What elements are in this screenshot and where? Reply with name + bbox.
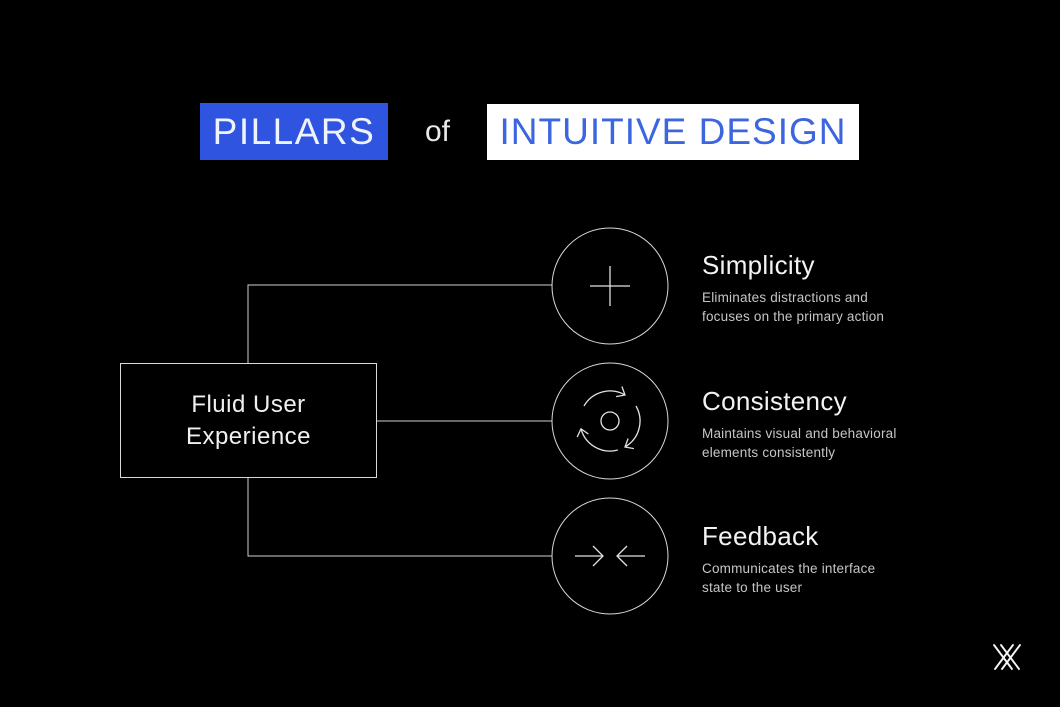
pillar-consistency: Consistency Maintains visual and behavio… — [702, 386, 942, 462]
title-pillars-label: PILLARS — [212, 110, 376, 152]
pillar-simplicity: Simplicity Eliminates distractions and f… — [702, 250, 942, 326]
connector-to-feedback — [247, 478, 552, 557]
pillar-consistency-desc-line1: Maintains visual and behavioral — [702, 426, 897, 441]
plus-icon — [590, 266, 630, 306]
converging-arrows-icon — [575, 545, 645, 567]
pillar-simplicity-desc-line2: focuses on the primary action — [702, 309, 885, 324]
connector-to-simplicity — [247, 284, 552, 363]
pillar-consistency-desc-line2: elements consistently — [702, 445, 836, 460]
pillar-consistency-title: Consistency — [702, 386, 847, 416]
source-box-line1: Fluid User — [191, 390, 306, 418]
title-of-label: of — [424, 114, 451, 148]
pillar-feedback-desc-line2: state to the user — [702, 580, 803, 595]
fluid-user-experience-box: Fluid User Experience — [120, 363, 377, 478]
pillar-feedback-desc-line1: Communicates the interface — [702, 561, 876, 576]
double-x-logo-icon — [993, 644, 1021, 670]
feedback-node-circle — [551, 497, 669, 615]
title-pillars-box: PILLARS — [200, 103, 388, 160]
cycle-arrows-icon — [576, 386, 641, 452]
title-intuitive-design-box: INTUITIVE DESIGN — [487, 104, 859, 160]
consistency-node-circle — [551, 362, 669, 480]
pillar-feedback: Feedback Communicates the interface stat… — [702, 521, 942, 597]
source-box-line2: Experience — [185, 422, 312, 450]
pillar-simplicity-desc-line1: Eliminates distractions and — [702, 290, 868, 305]
title-intuitive-design-label: INTUITIVE DESIGN — [499, 111, 847, 152]
pillar-simplicity-title: Simplicity — [702, 250, 815, 280]
simplicity-node-circle — [551, 227, 669, 345]
pillar-feedback-title: Feedback — [702, 521, 819, 551]
